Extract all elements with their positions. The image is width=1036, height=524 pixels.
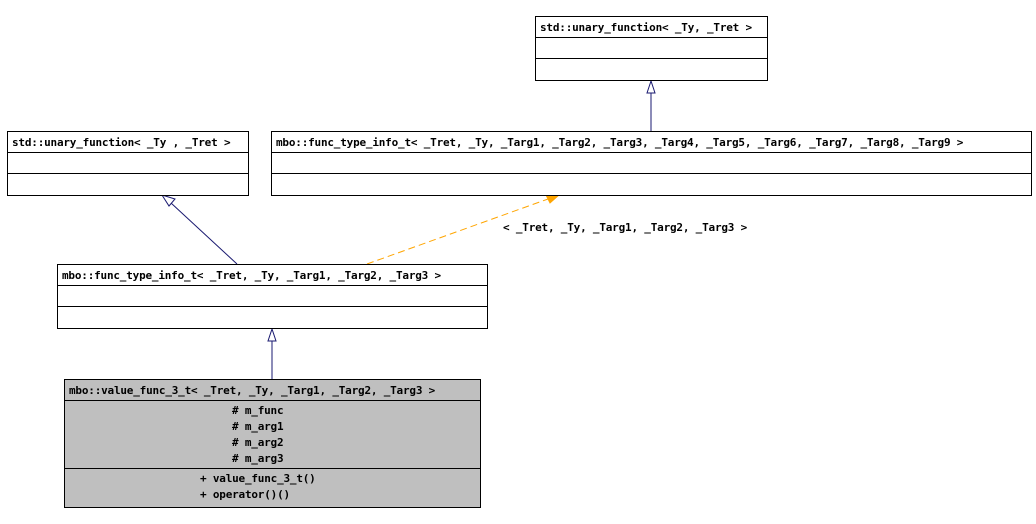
class-title: std::unary_function< _Ty , _Tret >: [8, 132, 248, 153]
attribute-m-arg2[interactable]: # m_arg2: [232, 436, 284, 449]
attributes-section: [536, 38, 767, 59]
class-box-value-func-3[interactable]: mbo::value_func_3_t< _Tret, _Ty, _Targ1,…: [64, 379, 481, 508]
method-value-func-3-t[interactable]: + value_func_3_t(): [200, 472, 316, 485]
template-binding-label: < _Tret, _Ty, _Targ1, _Targ2, _Targ3 >: [503, 221, 748, 234]
class-box-std-unary-function-left[interactable]: std::unary_function< _Ty , _Tret >: [7, 131, 249, 196]
method-operator-call[interactable]: + operator()(): [200, 488, 290, 501]
methods-section: + value_func_3_t() + operator()(): [65, 469, 480, 507]
attribute-m-arg3[interactable]: # m_arg3: [232, 452, 284, 465]
class-title: mbo::func_type_info_t< _Tret, _Ty, _Targ…: [272, 132, 1031, 153]
template-edge-func3-to-func9: [366, 198, 549, 265]
class-title: mbo::func_type_info_t< _Tret, _Ty, _Targ…: [58, 265, 487, 286]
inheritance-edge-func3-to-unary-left: [170, 202, 238, 265]
methods-section: [272, 174, 1031, 195]
methods-section: [8, 174, 248, 195]
template-arrowhead-func9: [545, 194, 561, 204]
attributes-section: [8, 153, 248, 174]
attribute-m-func[interactable]: # m_func: [232, 404, 284, 417]
class-box-std-unary-function-top[interactable]: std::unary_function< _Ty, _Tret >: [535, 16, 768, 81]
attributes-section: [272, 153, 1031, 174]
class-box-func-type-info-3[interactable]: mbo::func_type_info_t< _Tret, _Ty, _Targ…: [57, 264, 488, 329]
class-title: std::unary_function< _Ty, _Tret >: [536, 17, 767, 38]
attributes-section: # m_func # m_arg1 # m_arg2 # m_arg3: [65, 401, 480, 469]
attribute-m-arg1[interactable]: # m_arg1: [232, 420, 284, 433]
methods-section: [58, 307, 487, 328]
inheritance-arrowhead-func3: [267, 327, 277, 342]
inheritance-arrowhead-unary-left: [160, 194, 176, 207]
attributes-section: [58, 286, 487, 307]
inheritance-arrowhead-unary-top: [646, 79, 656, 94]
methods-section: [536, 59, 767, 80]
class-title: mbo::value_func_3_t< _Tret, _Ty, _Targ1,…: [65, 380, 480, 401]
class-box-func-type-info-9[interactable]: mbo::func_type_info_t< _Tret, _Ty, _Targ…: [271, 131, 1032, 196]
